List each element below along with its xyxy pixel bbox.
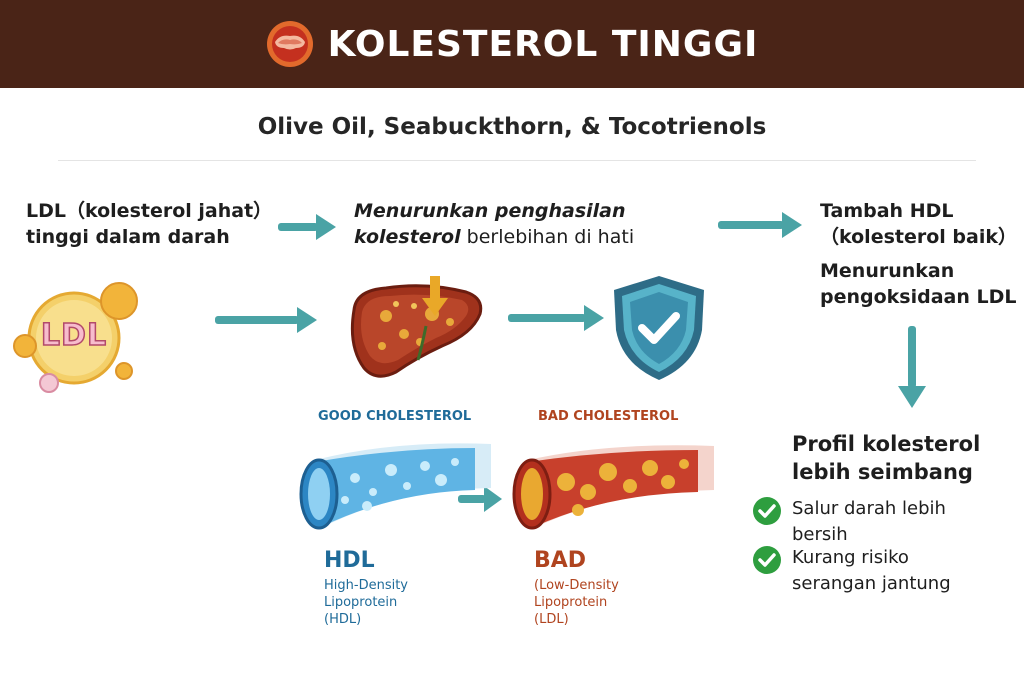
oxidation-statement: Menurunkan pengoksidaan LDL	[820, 258, 1017, 310]
ldl-particle-label: LDL	[40, 317, 108, 354]
benefit-item: Salur darah lebih bersih	[792, 496, 946, 548]
divider	[58, 160, 976, 161]
arrow-right-icon	[458, 486, 502, 512]
bad-cholesterol-label: BAD CHOLESTEROL	[538, 409, 679, 424]
hdl-description-line: High-Density	[324, 578, 408, 593]
result-title-line2: lebih seimbang	[792, 460, 973, 484]
benefit-line: Salur darah lebih	[792, 498, 946, 519]
ldl-statement-line2: tinggi dalam darah	[26, 226, 230, 248]
hdl-description: High-Density Lipoprotein (HDL)	[324, 577, 408, 628]
hdl-statement-line1: Tambah HDL	[820, 200, 954, 222]
blood-cell-icon	[266, 21, 313, 67]
shield-check-icon	[614, 276, 704, 380]
benefit-line: Kurang risiko	[792, 547, 909, 568]
bad-description-line: (Low-Density	[534, 578, 619, 593]
arrow-down-icon	[898, 326, 926, 408]
benefit-item: Kurang risiko serangan jantung	[792, 545, 951, 597]
ldl-statement: LDL（kolesterol jahat） tinggi dalam darah	[26, 198, 272, 250]
header: KOLESTEROL TINGGI	[0, 0, 1024, 88]
ldl-particle-icon	[13, 282, 138, 393]
bad-description-line: (LDL)	[534, 612, 569, 627]
bad-description: (Low-Density Lipoprotein (LDL)	[534, 577, 619, 628]
bad-abbreviation: BAD	[534, 548, 587, 573]
benefit-line: bersih	[792, 524, 848, 545]
result-title: Profil kolesterol lebih seimbang	[792, 430, 980, 486]
ldl-statement-line1: LDL（kolesterol jahat）	[26, 200, 273, 222]
liver-statement-normal: berlebihan di hati	[460, 226, 635, 248]
hdl-description-line: (HDL)	[324, 612, 362, 627]
hdl-abbreviation: HDL	[324, 548, 375, 573]
arrow-right-icon	[278, 214, 336, 240]
bad-description-line: Lipoprotein	[534, 595, 608, 610]
oxidation-statement-line2: pengoksidaan LDL	[820, 286, 1017, 308]
liver-statement-italic: kolesterol	[354, 226, 461, 248]
arrow-right-icon	[215, 307, 317, 333]
check-circle-icon	[753, 497, 781, 525]
hdl-statement-line2: （kolesterol baik）	[820, 226, 1017, 248]
arrow-right-icon	[718, 212, 802, 238]
good-cholesterol-label: GOOD CHOLESTEROL	[318, 409, 472, 424]
oxidation-statement-line1: Menurunkan	[820, 260, 955, 282]
hdl-statement: Tambah HDL （kolesterol baik）	[820, 198, 1017, 250]
clogged-artery-icon	[512, 445, 714, 530]
check-circle-icon	[753, 546, 781, 574]
liver-icon	[350, 276, 483, 378]
header-bar	[0, 0, 1024, 88]
healthy-artery-icon	[299, 443, 491, 530]
subtitle: Olive Oil, Seabuckthorn, & Tocotrienols	[257, 114, 767, 140]
arrow-right-icon	[508, 305, 604, 331]
benefit-line: serangan jantung	[792, 573, 951, 594]
liver-statement-line1: Menurunkan penghasilan	[354, 200, 626, 222]
page-title: KOLESTEROL TINGGI	[327, 23, 759, 65]
hdl-description-line: Lipoprotein	[324, 595, 398, 610]
liver-statement: Menurunkan penghasilan kolesterol berleb…	[354, 198, 634, 250]
result-title-line1: Profil kolesterol	[792, 432, 981, 456]
